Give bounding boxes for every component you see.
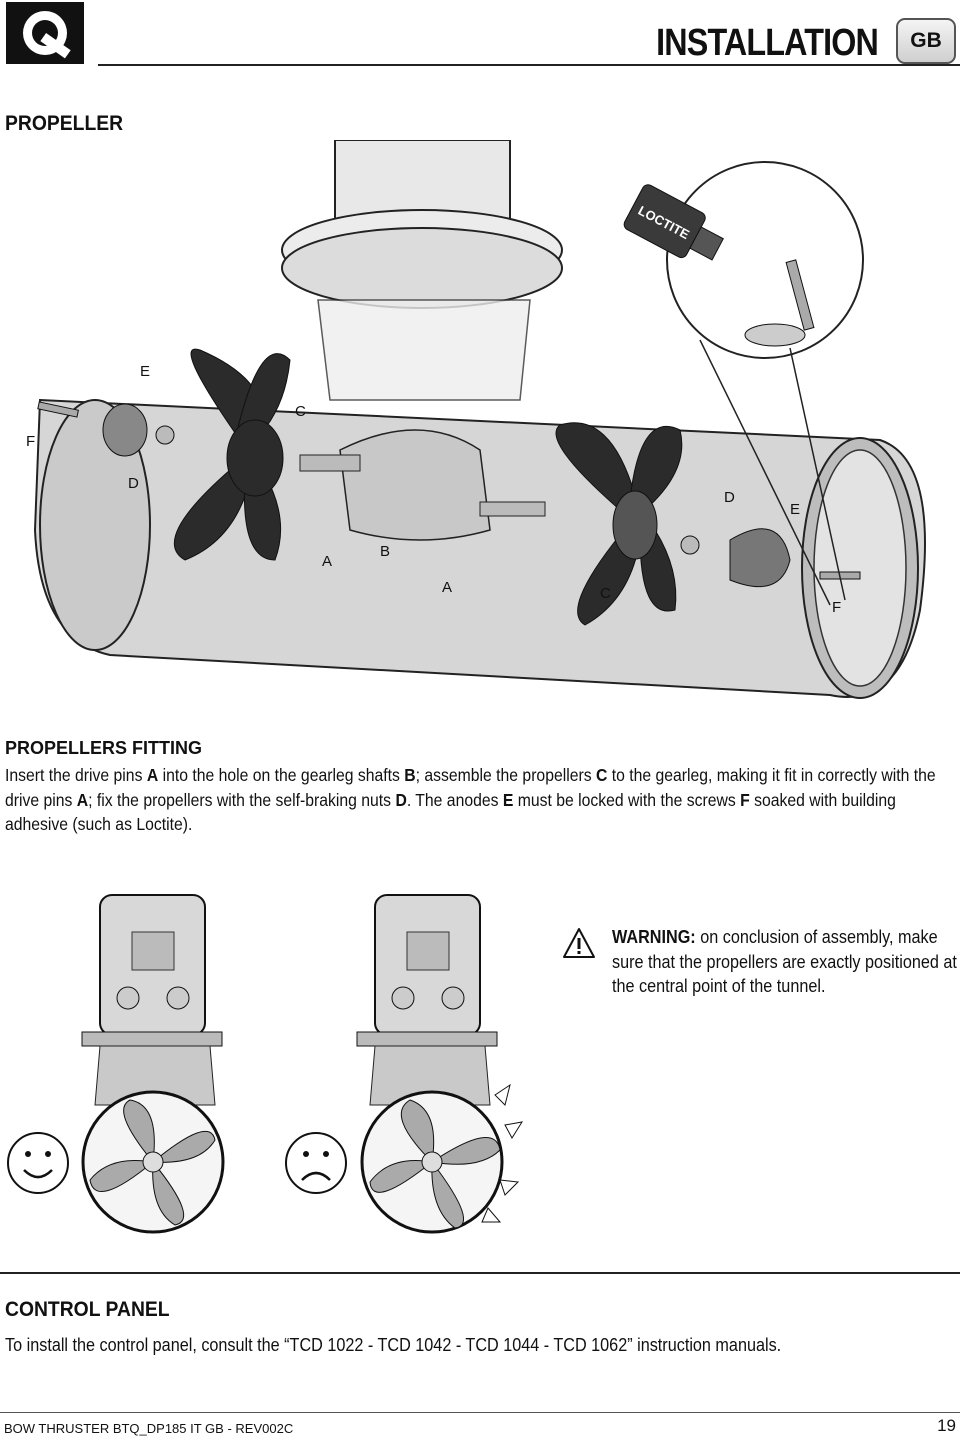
warning-label: WARNING: — [612, 927, 696, 947]
incorrect-frowny-icon — [285, 1132, 347, 1194]
text-run: to the gearleg, making it fit in correct… — [5, 765, 936, 810]
page-number: 19 — [937, 1416, 956, 1435]
quick-logo — [6, 2, 84, 64]
text-run: Insert the drive pins — [5, 765, 147, 785]
thruster-correct — [81, 894, 225, 1234]
text-run: . The anodes — [406, 789, 503, 810]
callout-d-right: D — [724, 489, 735, 506]
ref-b: B — [404, 765, 416, 785]
warning-message: on conclusion of assembly, make sure tha… — [612, 927, 957, 996]
callout-c-left: C — [295, 403, 306, 420]
warning-text: WARNING: on conclusion of assembly, make… — [612, 925, 959, 999]
callout-e-right: E — [790, 501, 800, 518]
section-title-control-panel: CONTROL PANEL — [5, 1298, 170, 1321]
section-title-propeller: PROPELLER — [5, 112, 124, 135]
ref-c: C — [595, 765, 608, 785]
callout-f-right: F — [832, 599, 841, 616]
text-run: ; fix the propellers with the self-braki… — [88, 789, 396, 810]
page-title: INSTALLATION — [656, 22, 879, 64]
callout-b: B — [380, 543, 390, 560]
section-divider — [0, 1272, 960, 1274]
header-rule — [98, 64, 960, 66]
callout-e-left: E — [140, 363, 150, 380]
text-run: into the hole on the gearleg shafts — [158, 765, 405, 785]
callout-f-left: F — [26, 433, 35, 450]
callout-c-right: C — [600, 585, 611, 602]
correct-smiley-icon — [7, 1132, 69, 1194]
text-run: soaked with building adhesive (such as L… — [5, 789, 896, 835]
callout-a-right: A — [442, 579, 452, 596]
control-panel-text: To install the control panel, consult th… — [5, 1335, 782, 1355]
footer-doc-ref: BOW THRUSTER BTQ_DP185 IT GB - REV002C — [4, 1421, 294, 1436]
warning-icon — [563, 928, 595, 958]
footer-rule — [0, 1412, 960, 1413]
callout-a-left: A — [322, 553, 332, 570]
fitting-instructions: Insert the drive pins A into the hole on… — [5, 763, 950, 837]
text-run: must be locked with the screws — [513, 789, 741, 810]
ref-a: A — [76, 789, 89, 810]
ref-d: D — [395, 789, 407, 810]
propeller-position-comparison-diagram — [7, 894, 524, 1234]
ref-e: E — [502, 789, 514, 810]
text-run: ; assemble the propellers — [415, 765, 596, 785]
propeller-assembly-diagram: LOCTITE E F C D A B A C D E F — [26, 140, 926, 699]
callout-d-left: D — [128, 475, 139, 492]
ref-a: A — [146, 765, 159, 785]
ref-f: F — [740, 789, 750, 810]
fitting-title: PROPELLERS FITTING — [5, 738, 203, 758]
thruster-incorrect — [356, 894, 524, 1234]
language-badge: GB — [896, 18, 956, 64]
